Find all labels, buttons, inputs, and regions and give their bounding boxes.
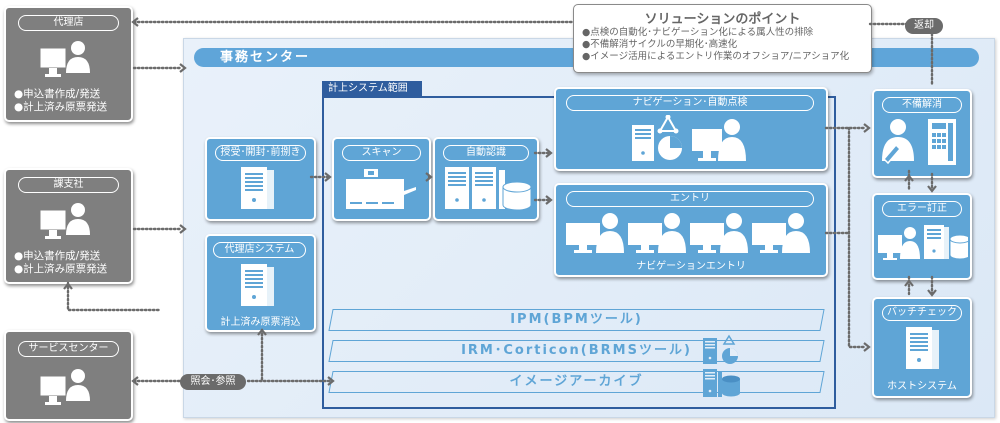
service-center-label: サービスセンター <box>18 341 119 357</box>
navigation-check-label: ナビゲーション･自動点検 <box>566 95 814 111</box>
solution-points-title: ソリューションのポイント <box>644 12 801 27</box>
server-icon <box>241 264 274 306</box>
user-terminal-icon <box>40 369 90 405</box>
band-ipm-label: IPM(BPMツール) <box>510 312 643 327</box>
batch-check-box[interactable]: バッチチェック ホストシステム <box>872 297 972 398</box>
band-image-archive: イメージアーカイブ <box>328 371 825 393</box>
operator-server-database-icon <box>878 225 968 260</box>
band-image-archive-label: イメージアーカイブ <box>509 374 644 389</box>
scan-box[interactable]: スキャン <box>332 137 431 221</box>
operators-icon <box>566 213 810 253</box>
branch-label: 課支社 <box>18 177 119 193</box>
host-server-icon <box>906 327 939 369</box>
agency-label: 代理店 <box>18 15 119 31</box>
agency-box[interactable]: 代理店 ●申込書作成/発送 ●計上済み原票発送 <box>4 6 133 122</box>
server-icon <box>241 167 274 209</box>
band-irm-corticon-label: IRM･Corticon(BRMSツール) <box>461 343 692 358</box>
user-terminal-icon <box>40 41 90 77</box>
deficiency-box[interactable]: 不備解消 <box>872 89 972 178</box>
receive-box[interactable]: 授受･開封･前捌き <box>205 137 316 221</box>
band-irm-corticon: IRM･Corticon(BRMSツール) <box>328 340 825 362</box>
scanner-icon <box>346 169 416 209</box>
branch-note-2: ●計上済み原票発送 <box>14 263 108 275</box>
agency-note-2: ●計上済み原票発送 <box>14 101 108 113</box>
scope-label: 計上システム範囲 <box>322 81 422 97</box>
auto-recognition-label: 自動認識 <box>443 145 529 161</box>
server-database-small-icon <box>703 369 740 397</box>
solution-point-item: ●イメージ活用によるエントリ作業のオフショア/ニアショア化 <box>582 51 850 62</box>
batch-check-label: バッチチェック <box>882 305 962 321</box>
server-analytics-small-icon <box>703 334 738 364</box>
user-terminal-icon <box>40 203 90 239</box>
auto-recognition-box[interactable]: 自動認識 <box>433 137 539 221</box>
inquiry-tag: 照会･参照 <box>180 374 246 390</box>
person-phone-icon <box>882 119 956 165</box>
return-tag: 返却 <box>905 18 943 34</box>
solution-points-box: ソリューションのポイント ●点検の自動化･ナビゲーション化による属人性の排除 ●… <box>573 4 872 73</box>
servers-database-icon <box>445 167 531 211</box>
office-center-title: 事務センター <box>220 50 311 65</box>
navigation-check-box[interactable]: ナビゲーション･自動点検 <box>554 87 828 171</box>
scan-label: スキャン <box>342 145 421 161</box>
agency-system-caption: 計上済み原票消込 <box>220 317 301 328</box>
solution-point-item: ●不備解消サイクルの早期化･高速化 <box>582 39 738 50</box>
entry-caption: ナビゲーションエントリ <box>636 261 746 272</box>
entry-box[interactable]: エントリ ナビゲーションエントリ <box>554 183 828 277</box>
service-center-box[interactable]: サービスセンター <box>4 330 133 421</box>
agency-system-label: 代理店システム <box>213 242 306 258</box>
error-fix-label: エラー訂正 <box>882 201 962 217</box>
batch-check-caption: ホストシステム <box>887 381 957 392</box>
branch-note-1: ●申込書作成/発送 <box>14 250 101 262</box>
band-ipm: IPM(BPMツール) <box>328 309 825 331</box>
solution-point-item: ●点検の自動化･ナビゲーション化による属人性の排除 <box>582 27 814 38</box>
deficiency-label: 不備解消 <box>882 97 962 113</box>
receive-label: 授受･開封･前捌き <box>215 145 306 161</box>
entry-label: エントリ <box>566 191 814 207</box>
error-fix-box[interactable]: エラー訂正 <box>872 193 972 280</box>
agency-system-box[interactable]: 代理店システム 計上済み原票消込 <box>205 234 316 332</box>
branch-box[interactable]: 課支社 ●申込書作成/発送 ●計上済み原票発送 <box>4 168 133 284</box>
server-analytics-icon <box>632 115 746 161</box>
agency-note-1: ●申込書作成/発送 <box>14 88 101 100</box>
